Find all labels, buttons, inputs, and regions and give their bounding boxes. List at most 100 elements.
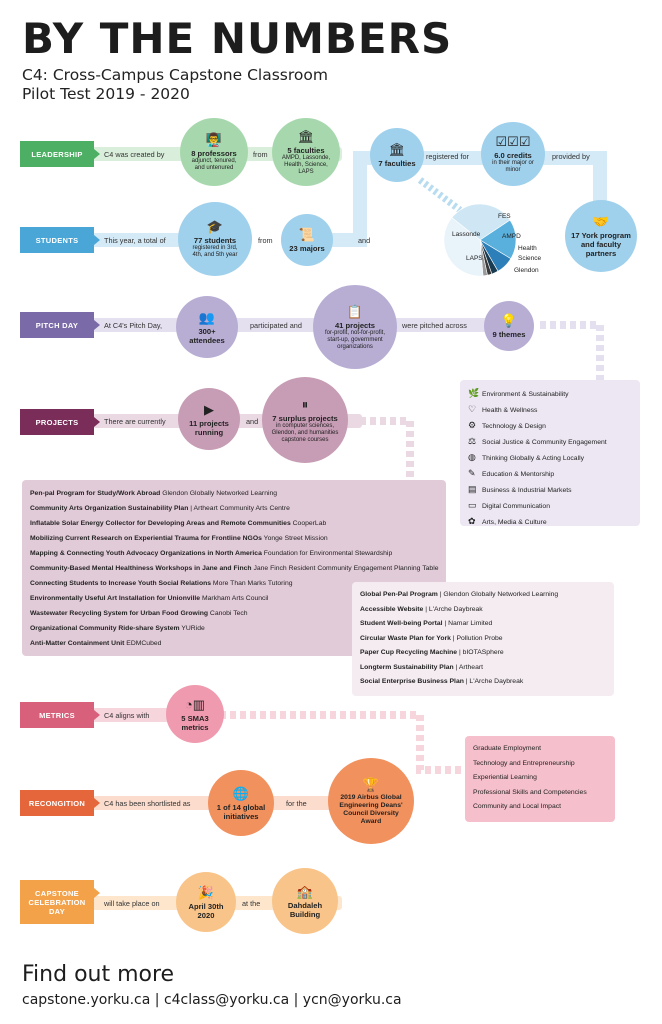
theme-name: Business & Industrial Markets (482, 487, 572, 494)
project-partner: EDMCubed (126, 640, 162, 647)
metric-item: Technology and Entrepreneurship (473, 759, 575, 767)
initiatives-circle: 🌐 1 of 14 global initiatives (208, 770, 274, 836)
checklist-icon: ☑☑☑ (495, 134, 531, 149)
theme-icon: ◍ (468, 452, 476, 462)
pitch-text-3: were pitched across (402, 321, 467, 330)
theme-name: Social Justice & Community Engagement (482, 439, 607, 446)
project-name: Mobilizing Current Research on Experient… (30, 535, 262, 542)
surplus-project-item: Global Pen-Pal Program | Glendon Globall… (360, 588, 606, 603)
project-name: Paper Cup Recycling Machine (360, 649, 458, 656)
project-partner: | L'Arche Daybreak (425, 605, 483, 613)
students-circle: 🎓 77 students registered in 3rd, 4th, an… (178, 202, 252, 276)
surplus-project-item: Social Enterprise Business Plan | L'Arch… (360, 675, 606, 690)
projects-text-2: and (246, 417, 259, 426)
theme-icon: ▭ (468, 500, 477, 510)
theme-icon: ✎ (468, 468, 476, 478)
theme-name: Education & Mentorship (482, 471, 555, 478)
projects-dash (350, 417, 414, 480)
themes-count: 9 themes (492, 330, 526, 339)
pitch-text-1: At C4's Pitch Day, (104, 321, 163, 330)
running-project-item: Connecting Students to Increase Youth So… (30, 576, 438, 591)
project-partner: | bIOTASphere (458, 649, 504, 656)
building-icon: 🏛 (388, 142, 406, 157)
pie-label-health: Health (518, 245, 537, 252)
handshake-icon: 🤝 (592, 214, 610, 229)
professors-circle: 👨‍🏫 8 professors adjunct, tenured, and u… (180, 118, 248, 186)
attendees-circle: 👥 300+ attendees (176, 296, 238, 358)
project-partner: | Pollution Probe (452, 634, 503, 642)
provided-by-text: provided by (552, 152, 590, 161)
theme-icon: ♡ (468, 404, 477, 414)
trophy-icon: 🏆 (362, 776, 380, 792)
faculties-circle: 🏛 5 faculties AMPD, Lassonde, Health, Sc… (272, 118, 340, 186)
leadership-label-text: LEADERSHIP (31, 149, 83, 159)
partners-circle: 🤝 17 York program and faculty partners (565, 200, 637, 272)
capstone-label: CAPSTONE CELEBRATION DAY (20, 880, 100, 924)
theme-item: ▭ Digital Communication (468, 498, 632, 514)
pause-icon: ⏸ (301, 396, 309, 412)
credits-circle: ☑☑☑ 6.0 credits in their major or minor (481, 122, 545, 186)
credits-detail: in their major or minor (492, 160, 534, 173)
theme-item: ◍Thinking Globally & Acting Locally (468, 450, 632, 466)
pie-slice-fes (479, 219, 517, 260)
project-partner: Glendon Globally Networked Learning (162, 490, 278, 497)
project-name: Student Well-being Portal (360, 620, 443, 627)
project-name: Accessible Website (360, 605, 424, 613)
pie-dash (417, 177, 463, 213)
metrics-label: METRICS (20, 702, 100, 728)
projects-pitched-circle: 📋 41 projects for-profit, not-for-profit… (313, 285, 397, 369)
project-name: Community Arts Organization Sustainabili… (30, 505, 189, 512)
chart-icon: ◔▥ (184, 696, 206, 712)
students-text-2: from (258, 236, 273, 245)
pitch-text-2: participated and (250, 321, 302, 330)
project-partner: CooperLab (292, 520, 327, 527)
running-count: 11 projects running (189, 418, 229, 437)
theme-item: ⚖Social Justice & Community Engagement (468, 434, 632, 450)
theme-name: Environment & Sustainability (482, 391, 569, 398)
surplus-project-item: Paper Cup Recycling Machine | bIOTASpher… (360, 646, 606, 661)
students-text-3: and (358, 236, 371, 245)
footer-links[interactable]: capstone.yorku.ca | c4class@yorku.ca | y… (22, 992, 402, 1008)
project-partner: Jane Finch Resident Community Engagement… (253, 565, 439, 572)
project-partner: | Glendon Globally Networked Learning (439, 591, 559, 598)
subtitle: C4: Cross-Campus Capstone Classroom Pilo… (22, 66, 328, 104)
celebration-date: April 30th 2020 (188, 901, 224, 920)
surplus-project-item: Accessible Website | L'Arche Daybreak (360, 603, 606, 618)
pie-label-laps: LAPS (466, 255, 483, 262)
students-count: 77 students (193, 236, 237, 245)
confetti-icon: 🎉 (197, 884, 215, 900)
pie-label-lassonde: Lassonde (452, 231, 481, 238)
footer-title: Find out more (22, 962, 175, 987)
pie-label-fes: FES (498, 213, 511, 220)
theme-name: Health & Wellness (482, 407, 538, 414)
running-project-item: Wastewater Recycling System for Urban Fo… (30, 606, 438, 621)
recognition-label: RECONGITION (20, 790, 100, 816)
professors-detail: adjunct, tenured, and untenured (191, 158, 237, 171)
surplus-project-item: Longterm Sustainability Plan | Artheart (360, 661, 606, 676)
school-icon: 🏫 (296, 883, 314, 899)
theme-name: Technology & Design (482, 423, 546, 430)
students-label: STUDENTS (20, 227, 100, 253)
theme-icon: ▤ (468, 484, 477, 494)
recognition-text-1: C4 has been shortlisted as (104, 799, 191, 808)
running-circle: ▶ 11 projects running (178, 388, 240, 450)
surplus-project-item: Student Well-being Portal | Namar Limite… (360, 617, 606, 632)
metrics-dash (210, 711, 465, 774)
recognition-label-text: RECONGITION (28, 798, 86, 808)
project-partner: | Artheart (455, 663, 484, 671)
project-name: Mapping & Connecting Youth Advocacy Orga… (30, 550, 262, 557)
clipboard-icon: 📋 (346, 303, 364, 319)
projects-label-text: PROJECTS (35, 417, 79, 427)
running-project-item: Environmentally Useful Art Installation … (30, 591, 438, 606)
theme-item: ✿Arts, Media & Culture (468, 514, 632, 530)
metrics-label-text: METRICS (39, 710, 75, 720)
surplus-project-item: Circular Waste Plan for York | Pollution… (360, 632, 606, 647)
project-partner: | Artheart Community Arts Centre (190, 505, 290, 512)
faculties-count: 5 faculties (287, 145, 325, 155)
theme-name: Digital Communication (482, 503, 550, 510)
metric-item: Graduate Employment (473, 745, 542, 752)
globe-icon: 🌐 (232, 785, 250, 801)
venue-circle: 🏫 Dahdaleh Building (272, 868, 338, 934)
award-circle: 🏆 2019 Airbus Global Engineering Deans' … (328, 758, 414, 844)
